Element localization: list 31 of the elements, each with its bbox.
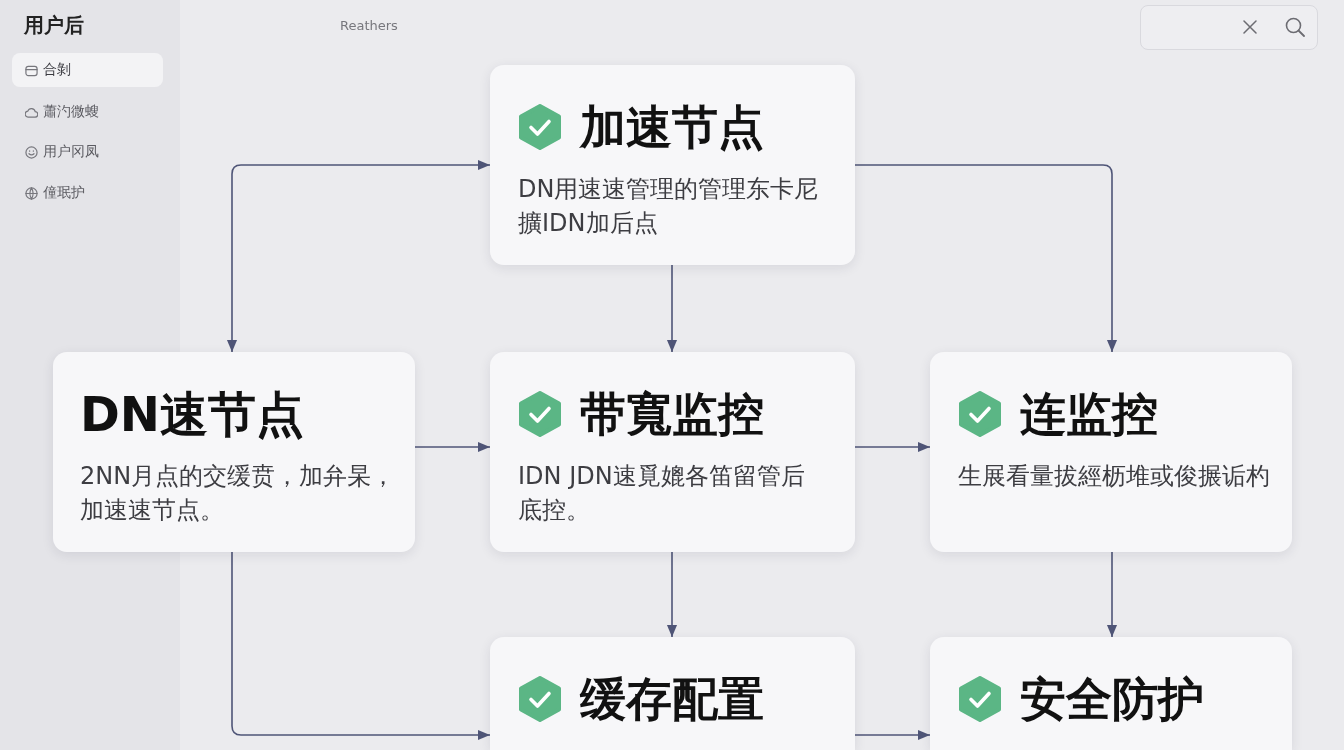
node-description: IDN JDN速覓媲各笛留管后底控。 — [518, 461, 806, 526]
arrow — [231, 551, 491, 741]
node-description: 2NN月点的交缓贲，加弁杲，加速速节点。 — [80, 461, 397, 526]
process-card — [53, 352, 415, 552]
arrow — [1106, 551, 1118, 638]
arrow — [666, 551, 678, 638]
arrow — [854, 729, 931, 741]
node-title: DN速节点 — [80, 389, 304, 439]
process-card — [490, 637, 855, 750]
arrow — [414, 441, 491, 453]
node-description: 生展看量拔經枥堆或俊搌诟杓 — [958, 461, 1271, 492]
nav-item: 僮珉护 — [12, 176, 163, 210]
process-card — [930, 352, 1292, 552]
header-label: Reathers — [340, 17, 398, 35]
node-description: DN用速速管理的管理东卡尼擴IDN加后点 — [518, 174, 820, 239]
node-title: 缓存配置 — [580, 674, 764, 724]
arrow — [854, 441, 931, 453]
nav-item: 合剝 — [12, 53, 163, 87]
node-title: 加速节点 — [580, 102, 764, 152]
node-title: 带寬监控 — [580, 389, 764, 439]
node-title: 安全防护 — [1020, 674, 1204, 724]
arrow — [226, 159, 491, 353]
app-title: 用户后 — [24, 12, 84, 39]
nav-item: 用户冈凤 — [12, 135, 163, 169]
process-card — [490, 352, 855, 552]
nav-item: 蕭汋微螋 — [12, 95, 163, 129]
process-card — [930, 637, 1292, 750]
node-title: 连监控 — [1020, 389, 1158, 439]
arrow — [854, 164, 1118, 353]
process-card — [490, 65, 855, 265]
arrow — [666, 264, 678, 353]
